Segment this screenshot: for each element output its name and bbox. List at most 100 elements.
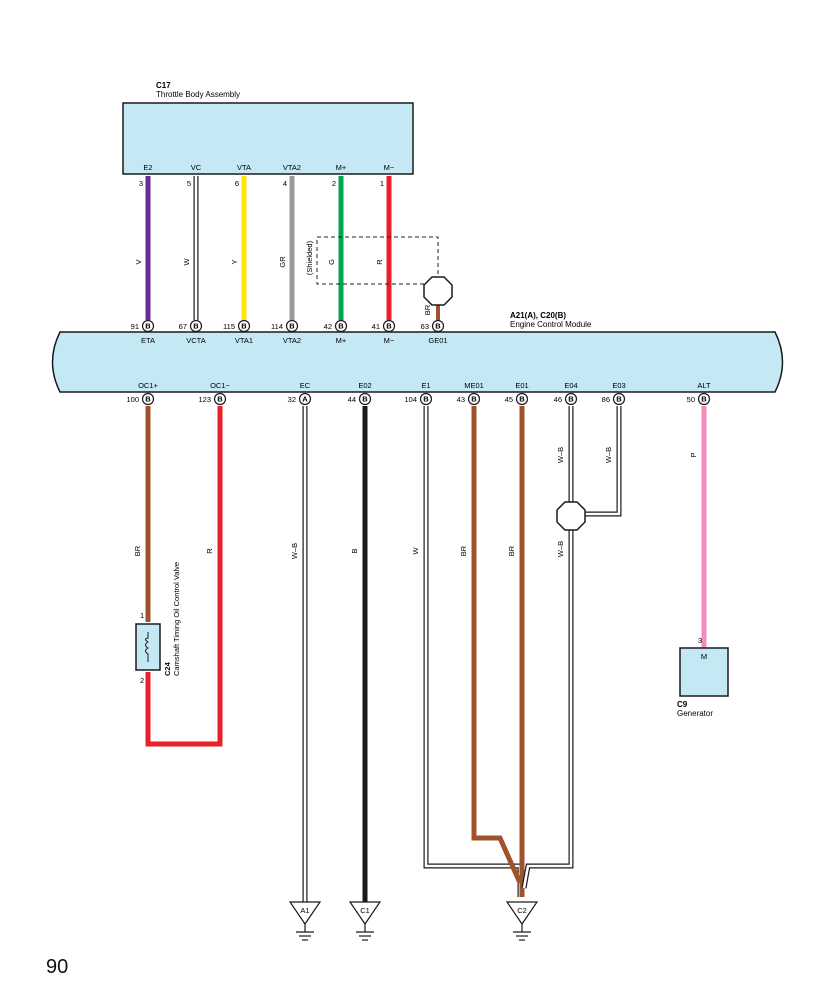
- throttle-body-name: Throttle Body Assembly: [156, 90, 240, 99]
- tb-wire-color-label: R: [375, 259, 384, 265]
- ocv-pin-bottom: 2: [140, 676, 144, 685]
- tb-wire-color-label: GR: [278, 256, 287, 268]
- ecm-bottom-pin-number: 43: [457, 395, 465, 404]
- bottom-wire-color-label: BR: [459, 545, 468, 556]
- ecm-bottom-pin-label: E02: [358, 381, 371, 390]
- svg-text:C2: C2: [517, 906, 527, 915]
- ecm-top-pin-number: 91: [131, 322, 139, 331]
- ecm-top-pin-connector: B: [189, 319, 203, 333]
- ecm-bottom-pin-label: E04: [564, 381, 577, 390]
- ecm-bottom-pin-label: E01: [515, 381, 528, 390]
- ecm-bottom-pin-number: 50: [687, 395, 695, 404]
- ecm-top-pin-label: M−: [384, 336, 395, 345]
- tb-pin-label: M−: [384, 163, 395, 172]
- tb-wire-color-label: V: [134, 259, 143, 264]
- ecm-bottom-pin-label: EC: [300, 381, 311, 390]
- ecm-bottom-pin-connector: B: [358, 392, 372, 406]
- ecm-bottom-pin-label: OC1+: [138, 381, 158, 390]
- svg-text:B: B: [386, 322, 392, 331]
- throttle-body-code: C17: [156, 81, 171, 90]
- ecm-bottom-pin-number: 86: [602, 395, 610, 404]
- tb-pin-number: 5: [187, 179, 191, 188]
- ecm-bottom-pin-connector: B: [213, 392, 227, 406]
- ecm-top-pin-label: GE01: [428, 336, 447, 345]
- shield-wire-label: BR: [423, 304, 432, 315]
- tb-pin-label: VC: [191, 163, 202, 172]
- svg-text:B: B: [519, 395, 525, 404]
- generator-name: Generator: [677, 709, 713, 718]
- bottom-wire-color-label: B: [350, 548, 359, 553]
- ground-splice-junction: [556, 501, 586, 531]
- svg-text:C1: C1: [360, 906, 370, 915]
- bottom-wire-color-label: P: [689, 452, 698, 457]
- ecm-top-pin-connector: B: [431, 319, 445, 333]
- ecm-bottom-pin-number: 104: [404, 395, 417, 404]
- ecm-top-pin-connector: B: [334, 319, 348, 333]
- ecm-bottom-pin-connector: B: [564, 392, 578, 406]
- ground-symbol: C2: [505, 901, 539, 941]
- tb-pin-number: 3: [139, 179, 143, 188]
- svg-text:B: B: [701, 395, 707, 404]
- ecm-top-pin-number: 115: [223, 322, 235, 331]
- bottom-wire-color-label: W–B: [556, 447, 565, 463]
- generator-code: C9: [677, 700, 688, 709]
- ecm-top-pin-number: 42: [324, 322, 332, 331]
- tb-pin-number: 1: [380, 179, 384, 188]
- svg-text:B: B: [241, 322, 247, 331]
- ecm-bottom-pin-number: 32: [288, 395, 296, 404]
- bottom-wire-color-label: BR: [133, 545, 142, 556]
- shield-splice-junction: [423, 276, 453, 306]
- generator-pin-num: 3: [698, 636, 702, 645]
- tb-wire-color-label: Y: [230, 259, 239, 264]
- svg-text:B: B: [145, 395, 151, 404]
- ecm-top-pin-number: 63: [421, 322, 429, 331]
- tb-pin-number: 2: [332, 179, 336, 188]
- bottom-wire-color-label: W: [411, 547, 420, 555]
- ecm-top-pin-connector: B: [237, 319, 251, 333]
- oc1-minus-route: [145, 406, 223, 747]
- generator-pin-label: M: [701, 652, 707, 661]
- ecm-top-pin-connector: B: [141, 319, 155, 333]
- ecm-bottom-pin-connector: B: [419, 392, 433, 406]
- svg-text:B: B: [193, 322, 199, 331]
- svg-text:B: B: [289, 322, 295, 331]
- ecm-bottom-pin-number: 46: [554, 395, 562, 404]
- ecm-bottom-pin-label: E1: [421, 381, 430, 390]
- ecm-bottom-pin-connector: B: [697, 392, 711, 406]
- bottom-wire-color-label: W–B: [604, 447, 613, 463]
- tb-wire-color-label: G: [327, 259, 336, 265]
- solenoid-coil-icon: [145, 632, 149, 662]
- ecm-bottom-pin-connector: B: [515, 392, 529, 406]
- me01-ground-route: [471, 406, 523, 885]
- ocv-box: [135, 623, 161, 671]
- ecm-bottom-pin-connector: B: [141, 392, 155, 406]
- svg-text:B: B: [568, 395, 574, 404]
- tb-pin-label: VTA: [237, 163, 251, 172]
- svg-text:B: B: [435, 322, 441, 331]
- ecm-bottom-pin-connector: B: [467, 392, 481, 406]
- ocv-name: Camshaft Timing Oil Control Valve: [172, 562, 181, 676]
- ecm-top-pin-label: VCTA: [186, 336, 205, 345]
- shielded-label: (Shielded): [305, 240, 314, 275]
- tb-pin-label: M+: [336, 163, 347, 172]
- ecm-top-pin-connector: B: [382, 319, 396, 333]
- tb-pin-label: VTA2: [283, 163, 301, 172]
- e03-splice-route: [580, 406, 622, 517]
- ecm-bottom-pin-label: ME01: [464, 381, 484, 390]
- ecm-bottom-pin-number: 45: [505, 395, 513, 404]
- ecm-top-pin-label: VTA2: [283, 336, 301, 345]
- ground-symbol: C1: [348, 901, 382, 941]
- ecm-top-pin-number: 67: [179, 322, 187, 331]
- ecm-name: Engine Control Module: [510, 320, 592, 329]
- ecm-top-pin-number: 114: [271, 322, 283, 331]
- ecm-code: A21(A), C20(B): [510, 311, 566, 320]
- ecm-top-pin-number: 41: [372, 322, 380, 331]
- ocv-pin-top: 1: [140, 611, 144, 620]
- throttle-body-box: [122, 102, 414, 175]
- ecm-bottom-pin-number: 44: [348, 395, 356, 404]
- ecm-bottom-pin-number: 123: [198, 395, 211, 404]
